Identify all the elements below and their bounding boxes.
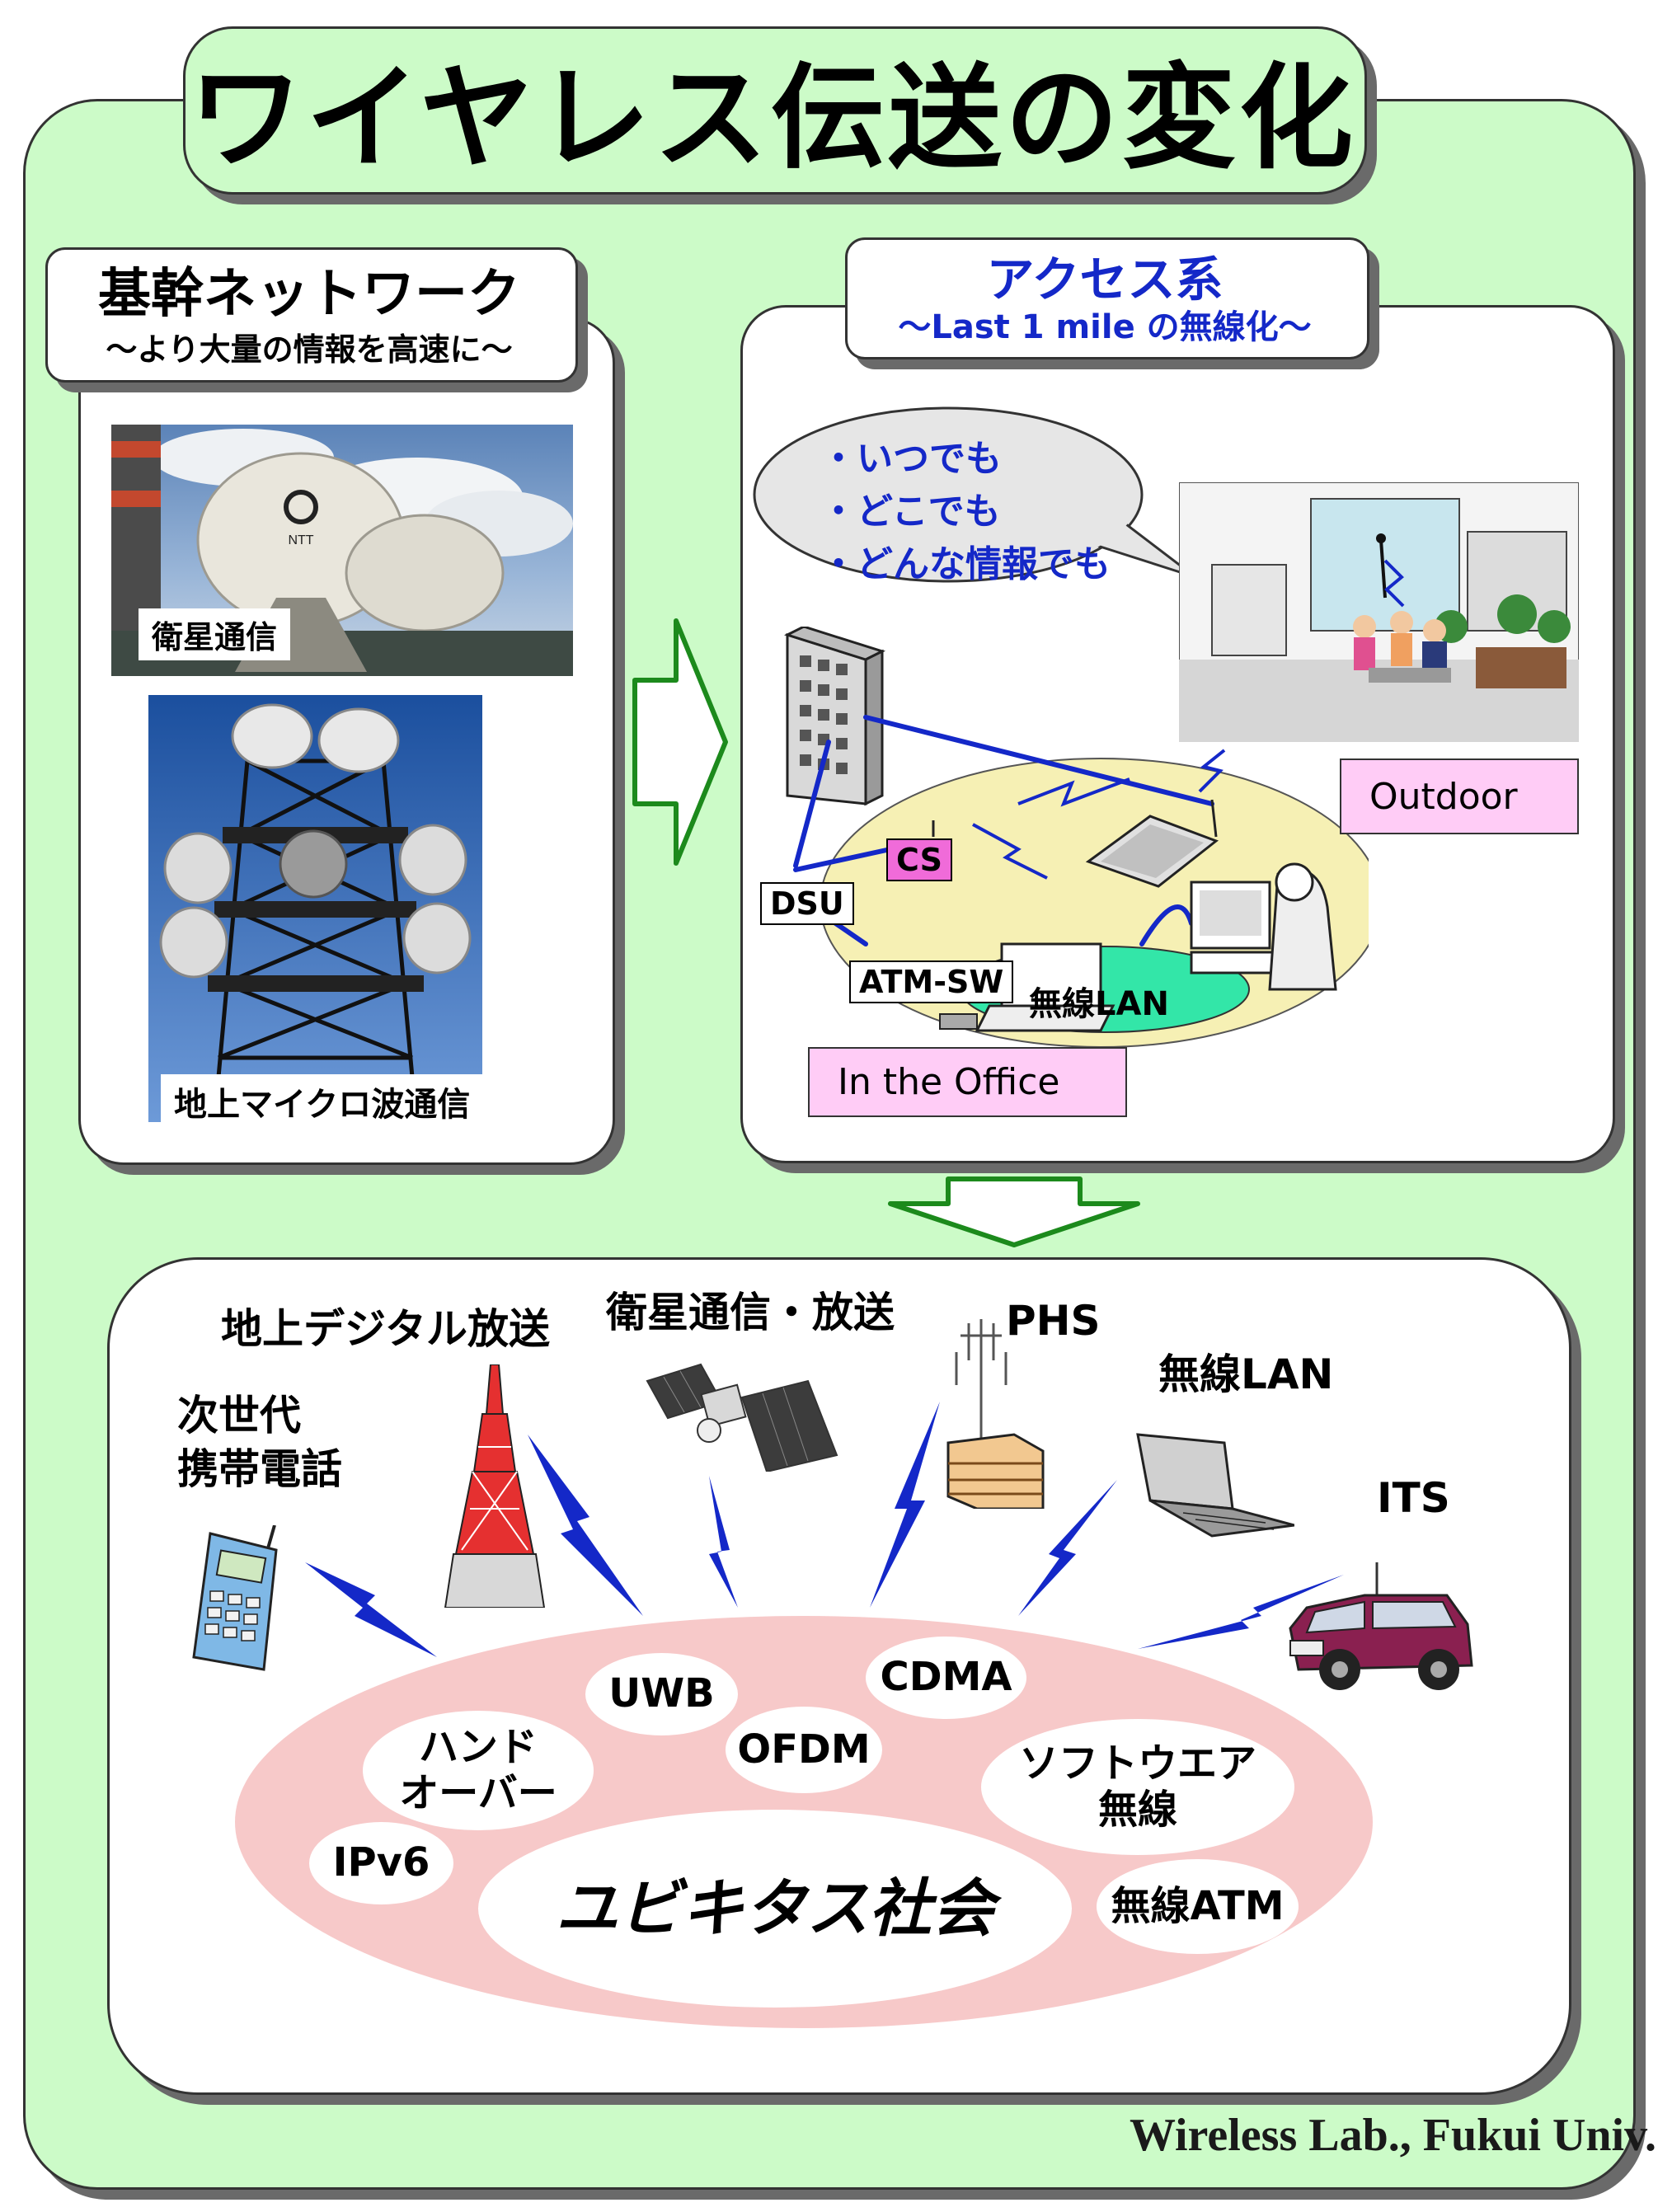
next-gen-line2: 携帯電話 xyxy=(177,1445,342,1493)
cdma-bubble: CDMA xyxy=(866,1637,1026,1719)
satellite-icon xyxy=(646,1363,838,1472)
office-network-diagram xyxy=(784,627,1369,1048)
svg-text:NTT: NTT xyxy=(288,533,313,547)
car-icon xyxy=(1289,1562,1473,1690)
bubble-line-anyinfo: ・どんな情報でも xyxy=(820,543,1111,585)
next-gen-phone-label: 次世代 携帯電話 xyxy=(177,1389,342,1496)
ubiquitous-society-center: ユビキタス社会 xyxy=(478,1810,1072,2008)
atm-sw-label: ATM-SW xyxy=(849,960,1014,1003)
satellite-station-photo: NTT xyxy=(111,425,573,676)
handover-line1: ハンド xyxy=(418,1724,538,1771)
footer-lab-name: Wireless Lab., Fukui Univ. xyxy=(1130,2110,1656,2161)
down-arrow xyxy=(888,1176,1140,1247)
wireless-atm-bubble: 無線ATM xyxy=(1097,1859,1299,1954)
software-radio-line2: 無線 xyxy=(1097,1786,1177,1833)
office-label: In the Office xyxy=(808,1047,1127,1117)
outdoor-label: Outdoor xyxy=(1340,758,1579,834)
cs-label: CS xyxy=(886,838,952,881)
its-label: ITS xyxy=(1377,1474,1450,1522)
phs-antenna-icon xyxy=(946,1319,1045,1509)
right-arrow xyxy=(632,618,728,866)
microwave-photo-label: 地上マイクロ波通信 xyxy=(161,1074,484,1129)
software-radio-line1: ソフトウエア xyxy=(1018,1740,1256,1787)
bubble-line-anywhere: ・どこでも xyxy=(820,491,1001,533)
ofdm-bubble: OFDM xyxy=(726,1707,882,1793)
backbone-heading: 基幹ネットワーク xyxy=(98,264,520,325)
backbone-label-box xyxy=(45,247,578,383)
tokyo-tower-icon xyxy=(444,1364,546,1608)
office-wlan-label: 無線LAN xyxy=(1029,985,1169,1023)
handover-line2: オーバー xyxy=(399,1769,557,1816)
title-box xyxy=(183,26,1367,195)
outdoor-scene xyxy=(1179,482,1579,742)
bubble-line-anytime: ・いつでも xyxy=(820,438,1002,480)
phs-label: PHS xyxy=(1006,1297,1101,1345)
backbone-subheading: ～より大量の情報を高速に～ xyxy=(106,331,513,368)
access-subheading: ～Last 1 mile の無線化～ xyxy=(898,308,1312,346)
bubble-text: ・いつでも ・どこでも ・どんな情報でも xyxy=(820,429,1111,587)
laptop-icon xyxy=(1136,1433,1294,1538)
uwb-bubble: UWB xyxy=(585,1653,738,1735)
wlan-app-label: 無線LAN xyxy=(1158,1350,1334,1398)
speech-bubble xyxy=(753,406,1197,583)
page-title: ワイヤレス伝送の変化 xyxy=(189,52,1356,185)
handover-bubble: ハンド オーバー xyxy=(363,1711,594,1830)
satellite-photo-label: 衛星通信 xyxy=(139,608,291,660)
satellite-broadcast-label: 衛星通信・放送 xyxy=(606,1289,895,1336)
digital-broadcast-label: 地上デジタル放送 xyxy=(221,1305,550,1353)
access-label-box xyxy=(845,237,1369,359)
dsu-label: DSU xyxy=(760,882,854,925)
microwave-tower-photo xyxy=(148,695,482,1122)
ipv6-bubble: IPv6 xyxy=(309,1822,453,1904)
mobile-phone-icon xyxy=(192,1525,278,1671)
access-heading: アクセス系 xyxy=(986,251,1224,308)
next-gen-line1: 次世代 xyxy=(177,1392,301,1439)
software-radio-bubble: ソフトウエア 無線 xyxy=(981,1719,1294,1855)
